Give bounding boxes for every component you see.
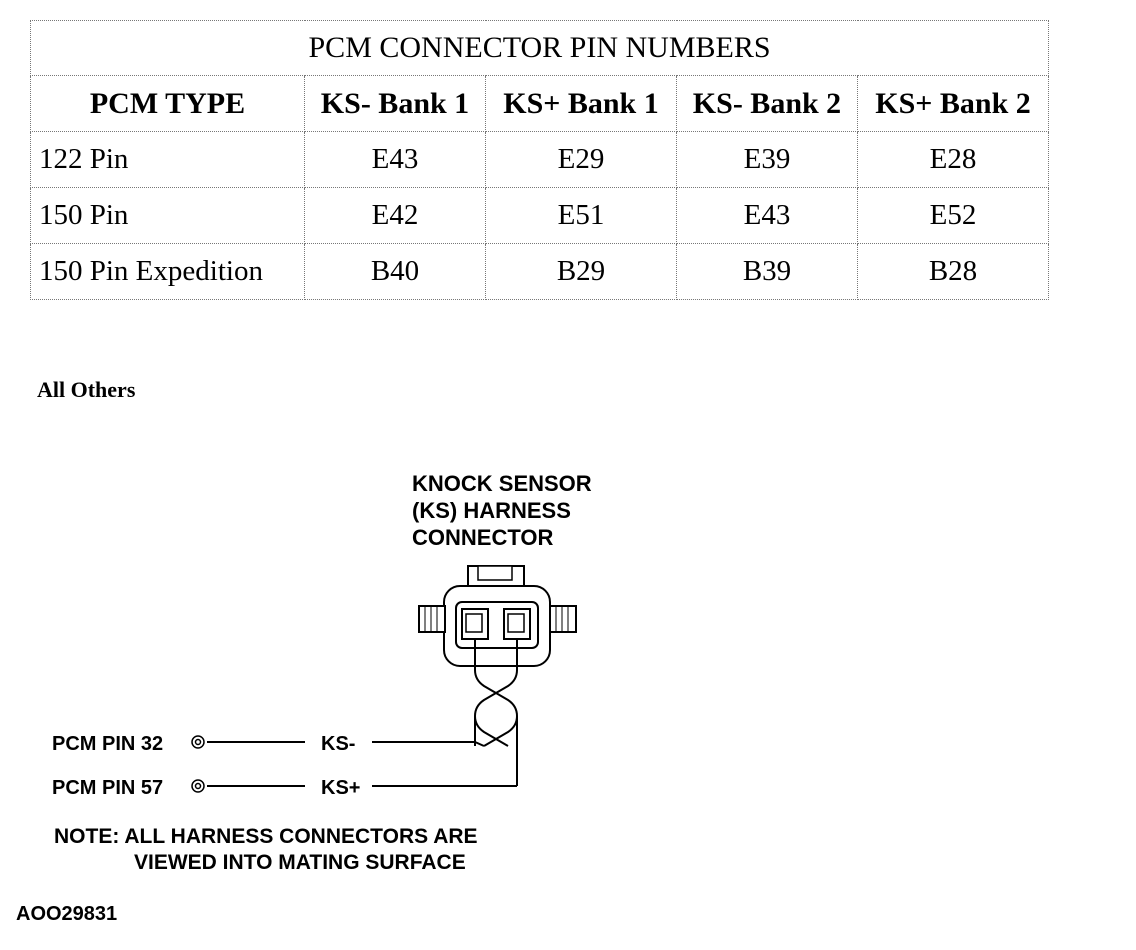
- ks-plus-label: KS+: [321, 777, 360, 799]
- note-line-1: NOTE: ALL HARNESS CONNECTORS ARE: [54, 825, 478, 848]
- table-row: 150 Pin Expedition B40 B29 B39 B28: [30, 243, 1050, 300]
- twisted-pair-wires: [207, 639, 518, 787]
- header-ks-plus-bank-2: KS+ Bank 2: [856, 75, 1050, 132]
- pin-number-table: PCM CONNECTOR PIN NUMBERS PCM TYPE KS- B…: [29, 20, 1050, 300]
- pin-cell: B40: [304, 243, 486, 300]
- pcm-pin-57-label: PCM PIN 57: [52, 777, 163, 799]
- connector-label-line-1: KNOCK SENSOR: [412, 471, 592, 496]
- pin-cell: B28: [856, 243, 1050, 300]
- pcm-type-cell: 150 Pin Expedition: [30, 243, 305, 300]
- header-ks-minus-bank-1: KS- Bank 1: [304, 75, 486, 132]
- section-label-all-others: All Others: [37, 377, 136, 402]
- ks-minus-label: KS-: [321, 733, 355, 755]
- table-title: PCM CONNECTOR PIN NUMBERS: [29, 20, 1050, 76]
- connector-label-line-2: (KS) HARNESS: [412, 498, 571, 523]
- pin-cell: E42: [304, 187, 486, 244]
- table-row: 122 Pin E43 E29 E39 E28: [30, 131, 1050, 188]
- pin-cell: E51: [485, 187, 677, 244]
- note-line-2: VIEWED INTO MATING SURFACE: [134, 851, 466, 874]
- pcm-pin-32-label: PCM PIN 32: [52, 733, 163, 755]
- header-pcm-type: PCM TYPE: [30, 75, 305, 132]
- connector-label-line-3: CONNECTOR: [412, 525, 553, 550]
- harness-connector-icon: [418, 565, 577, 667]
- pin-terminal-icon: [191, 735, 205, 793]
- pcm-type-cell: 150 Pin: [30, 187, 305, 244]
- pin-cell: B39: [676, 243, 858, 300]
- figure-id: AOO29831: [16, 903, 117, 925]
- pin-cell: E28: [856, 131, 1050, 188]
- table-row: 150 Pin E42 E51 E43 E52: [30, 187, 1050, 244]
- pin-cell: E39: [676, 131, 858, 188]
